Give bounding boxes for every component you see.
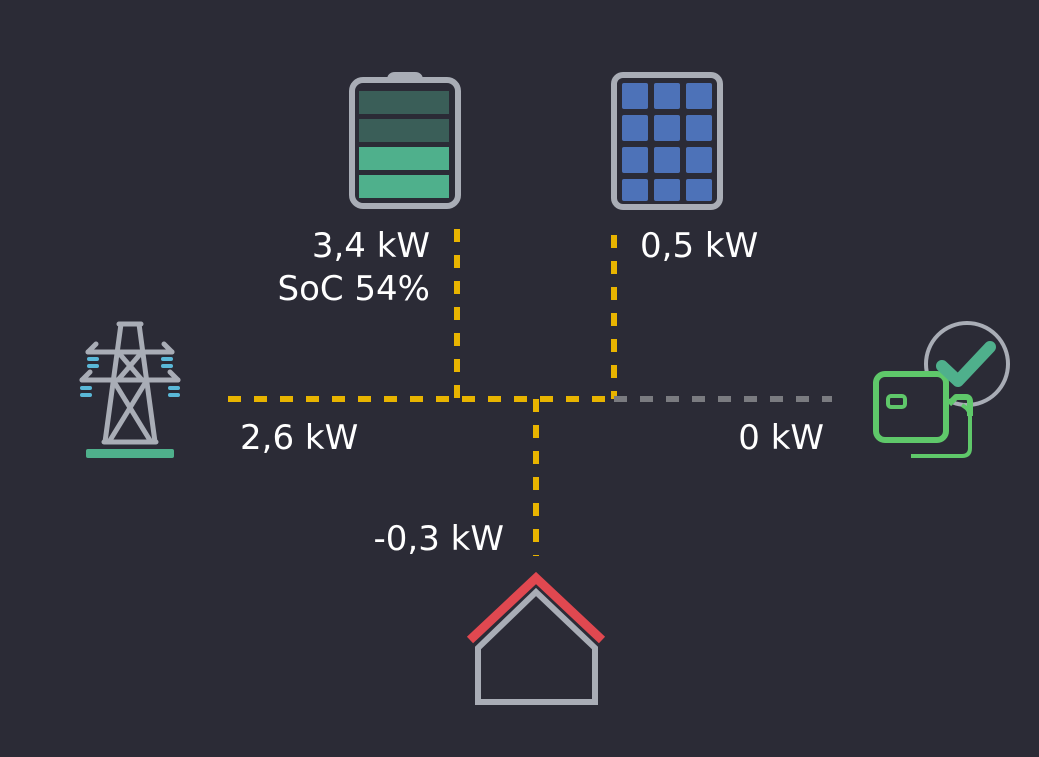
grid-power-label: 2,6 kW [240, 418, 359, 458]
battery-icon[interactable] [348, 72, 462, 210]
solar-power-label: 0,5 kW [640, 226, 759, 266]
check-icon [936, 341, 996, 387]
house-icon[interactable] [464, 568, 609, 710]
ev-charger-icon[interactable] [870, 318, 1015, 460]
battery-soc-label: SoC 54% [277, 269, 430, 309]
power-tower-icon[interactable] [74, 318, 186, 460]
solar-panel-icon[interactable] [610, 71, 724, 211]
battery-power-label: 3,4 kW [311, 226, 430, 266]
house-power-label: -0,3 kW [373, 519, 504, 559]
wallbox-power-label: 0 kW [738, 418, 824, 458]
